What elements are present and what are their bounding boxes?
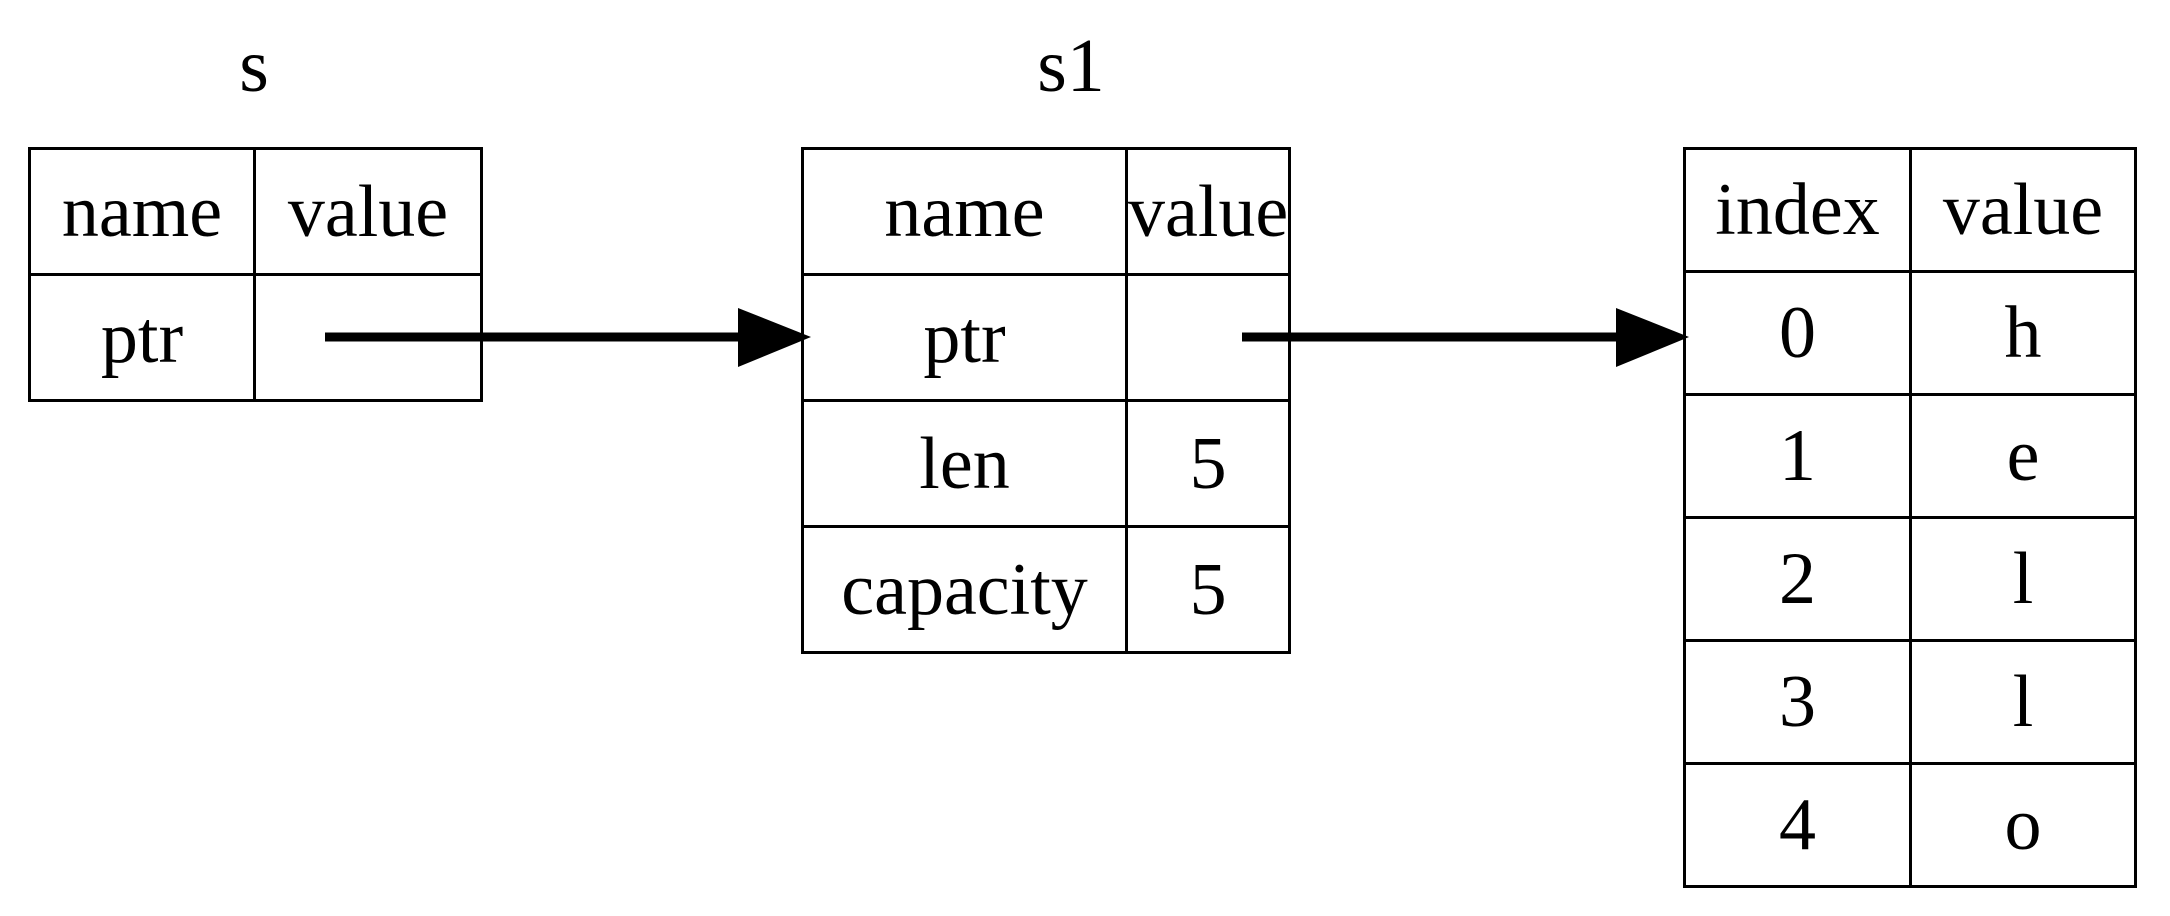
cell-s1-len-value: 5 (1124, 399, 1292, 528)
cell-s1-ptr-name: ptr (801, 273, 1128, 402)
table-row: 4 o (1683, 762, 2137, 888)
cell-heap-value-2: l (1909, 516, 2137, 642)
cell-s1-capacity-value: 5 (1124, 525, 1292, 654)
table-s: name value ptr (28, 147, 483, 402)
cell-heap-value-1: e (1909, 393, 2137, 519)
table-row-header: name value (28, 147, 483, 276)
header-cell-name: name (28, 147, 256, 276)
cell-heap-value-4: o (1909, 762, 2137, 888)
table-row: 2 l (1683, 516, 2137, 642)
table-row: capacity 5 (801, 525, 1292, 654)
arrow-head-icon (1616, 308, 1689, 367)
table-row-header: index value (1683, 147, 2137, 273)
table-row: ptr (801, 273, 1292, 402)
table-s1: name value ptr len 5 capacity 5 (801, 147, 1292, 654)
table-row: 0 h (1683, 270, 2137, 396)
table-title-s1: s1 (1037, 24, 1105, 108)
arrow-s1-ptr-to-heap (1242, 308, 1689, 367)
cell-heap-index-4: 4 (1683, 762, 1912, 888)
cell-s-ptr-value (253, 273, 483, 402)
cell-heap-index-2: 2 (1683, 516, 1912, 642)
header-cell-value: value (253, 147, 483, 276)
cell-s1-len-name: len (801, 399, 1128, 528)
table-row: len 5 (801, 399, 1292, 528)
table-row-header: name value (801, 147, 1292, 276)
cell-heap-value-3: l (1909, 639, 2137, 765)
cell-s1-capacity-name: capacity (801, 525, 1128, 654)
header-cell-value: value (1124, 147, 1292, 276)
header-cell-name: name (801, 147, 1128, 276)
cell-heap-value-0: h (1909, 270, 2137, 396)
header-cell-index: index (1683, 147, 1912, 273)
cell-heap-index-1: 1 (1683, 393, 1912, 519)
cell-heap-index-3: 3 (1683, 639, 1912, 765)
table-title-s: s (239, 24, 269, 108)
table-row: 1 e (1683, 393, 2137, 519)
table-row: 3 l (1683, 639, 2137, 765)
cell-s1-ptr-value (1124, 273, 1292, 402)
table-row: ptr (28, 273, 483, 402)
header-cell-value: value (1909, 147, 2137, 273)
cell-s-ptr-name: ptr (28, 273, 256, 402)
cell-heap-index-0: 0 (1683, 270, 1912, 396)
table-heap-buffer: index value 0 h 1 e 2 l 3 l 4 o (1683, 147, 2137, 888)
